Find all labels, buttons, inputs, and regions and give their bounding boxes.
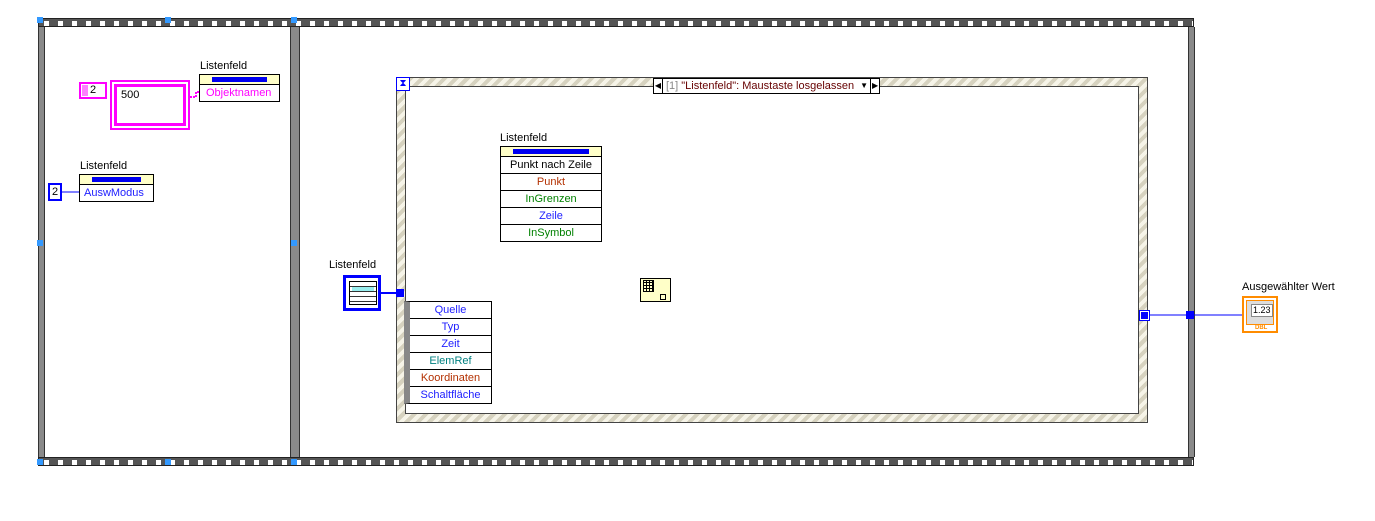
- control-terminal-label: Listenfeld: [329, 259, 377, 271]
- listbox-terminal[interactable]: [343, 275, 381, 311]
- resize-handle[interactable]: [165, 17, 171, 23]
- property-auswmodus[interactable]: AuswModus: [84, 187, 144, 199]
- resize-handle[interactable]: [291, 17, 297, 23]
- resize-handle[interactable]: [165, 459, 171, 465]
- event-data-schaltflaeche[interactable]: Schaltfläche: [420, 389, 481, 401]
- invoke-node-label: Listenfeld: [500, 132, 548, 144]
- prev-case-icon[interactable]: ◀: [654, 79, 663, 93]
- output-tunnel: [1140, 311, 1149, 320]
- array-index-display[interactable]: 2: [79, 82, 107, 99]
- refnum-tunnel: [396, 289, 404, 297]
- param-ingrenzen[interactable]: InGrenzen: [501, 191, 601, 208]
- string-array-wire[interactable]: [190, 91, 200, 98]
- dbl-indicator[interactable]: 1.23 DBL: [1242, 296, 1278, 333]
- property-node-objektnamen[interactable]: Objektnamen: [199, 74, 280, 102]
- grid-icon: [643, 280, 654, 292]
- indicator-value: 1.23: [1251, 304, 1273, 317]
- resize-handle[interactable]: [37, 17, 43, 23]
- invoke-node[interactable]: Punkt nach Zeile Punkt InGrenzen Zeile I…: [500, 146, 602, 242]
- mode-constant[interactable]: 2: [48, 183, 62, 201]
- event-structure[interactable]: [396, 77, 1148, 423]
- dropdown-icon[interactable]: ▼: [860, 81, 869, 90]
- property-node-label: Listenfeld: [200, 60, 248, 72]
- string-array-constant[interactable]: 500: [110, 80, 190, 130]
- event-data-elemref[interactable]: ElemRef: [410, 353, 491, 370]
- timeout-icon: ⧗: [396, 77, 410, 91]
- sequence-tunnel: [1186, 311, 1194, 319]
- resize-handle[interactable]: [37, 459, 43, 465]
- resize-handle[interactable]: [291, 459, 297, 465]
- param-zeile[interactable]: Zeile: [501, 208, 601, 225]
- indicator-label: Ausgewählter Wert: [1242, 281, 1335, 293]
- selector-text: "Listenfeld": Maustaste losgelassen: [681, 80, 855, 92]
- frame-border: [1188, 27, 1195, 457]
- array-index-value: 2: [90, 84, 97, 96]
- selector-index: [1]: [666, 80, 679, 92]
- param-punkt[interactable]: Punkt: [501, 174, 601, 191]
- resize-handle[interactable]: [37, 240, 43, 246]
- next-case-icon[interactable]: ▶: [870, 79, 879, 93]
- property-node-auswmodus[interactable]: AuswModus: [79, 174, 154, 202]
- method-punkt-nach-zeile[interactable]: Punkt nach Zeile: [501, 157, 601, 174]
- terminal-icon: [660, 294, 666, 300]
- event-data-koordinaten[interactable]: Koordinaten: [410, 370, 491, 387]
- event-data-quelle[interactable]: Quelle: [410, 302, 491, 319]
- index-array-function[interactable]: [640, 278, 671, 302]
- event-data-node[interactable]: Quelle Typ Zeit ElemRef Koordinaten Scha…: [404, 301, 492, 404]
- property-node-label: Listenfeld: [80, 160, 128, 172]
- indicator-type: DBL: [1255, 325, 1268, 331]
- resize-handle[interactable]: [291, 240, 297, 246]
- event-data-zeit[interactable]: Zeit: [410, 336, 491, 353]
- event-data-typ[interactable]: Typ: [410, 319, 491, 336]
- stepper-icon[interactable]: [82, 85, 88, 96]
- param-insymbol[interactable]: InSymbol: [528, 227, 574, 239]
- property-objektnamen[interactable]: Objektnamen: [206, 87, 272, 99]
- array-element-value[interactable]: 500: [121, 89, 140, 101]
- event-case-selector[interactable]: ◀ [1] "Listenfeld": Maustaste losgelasse…: [653, 78, 881, 94]
